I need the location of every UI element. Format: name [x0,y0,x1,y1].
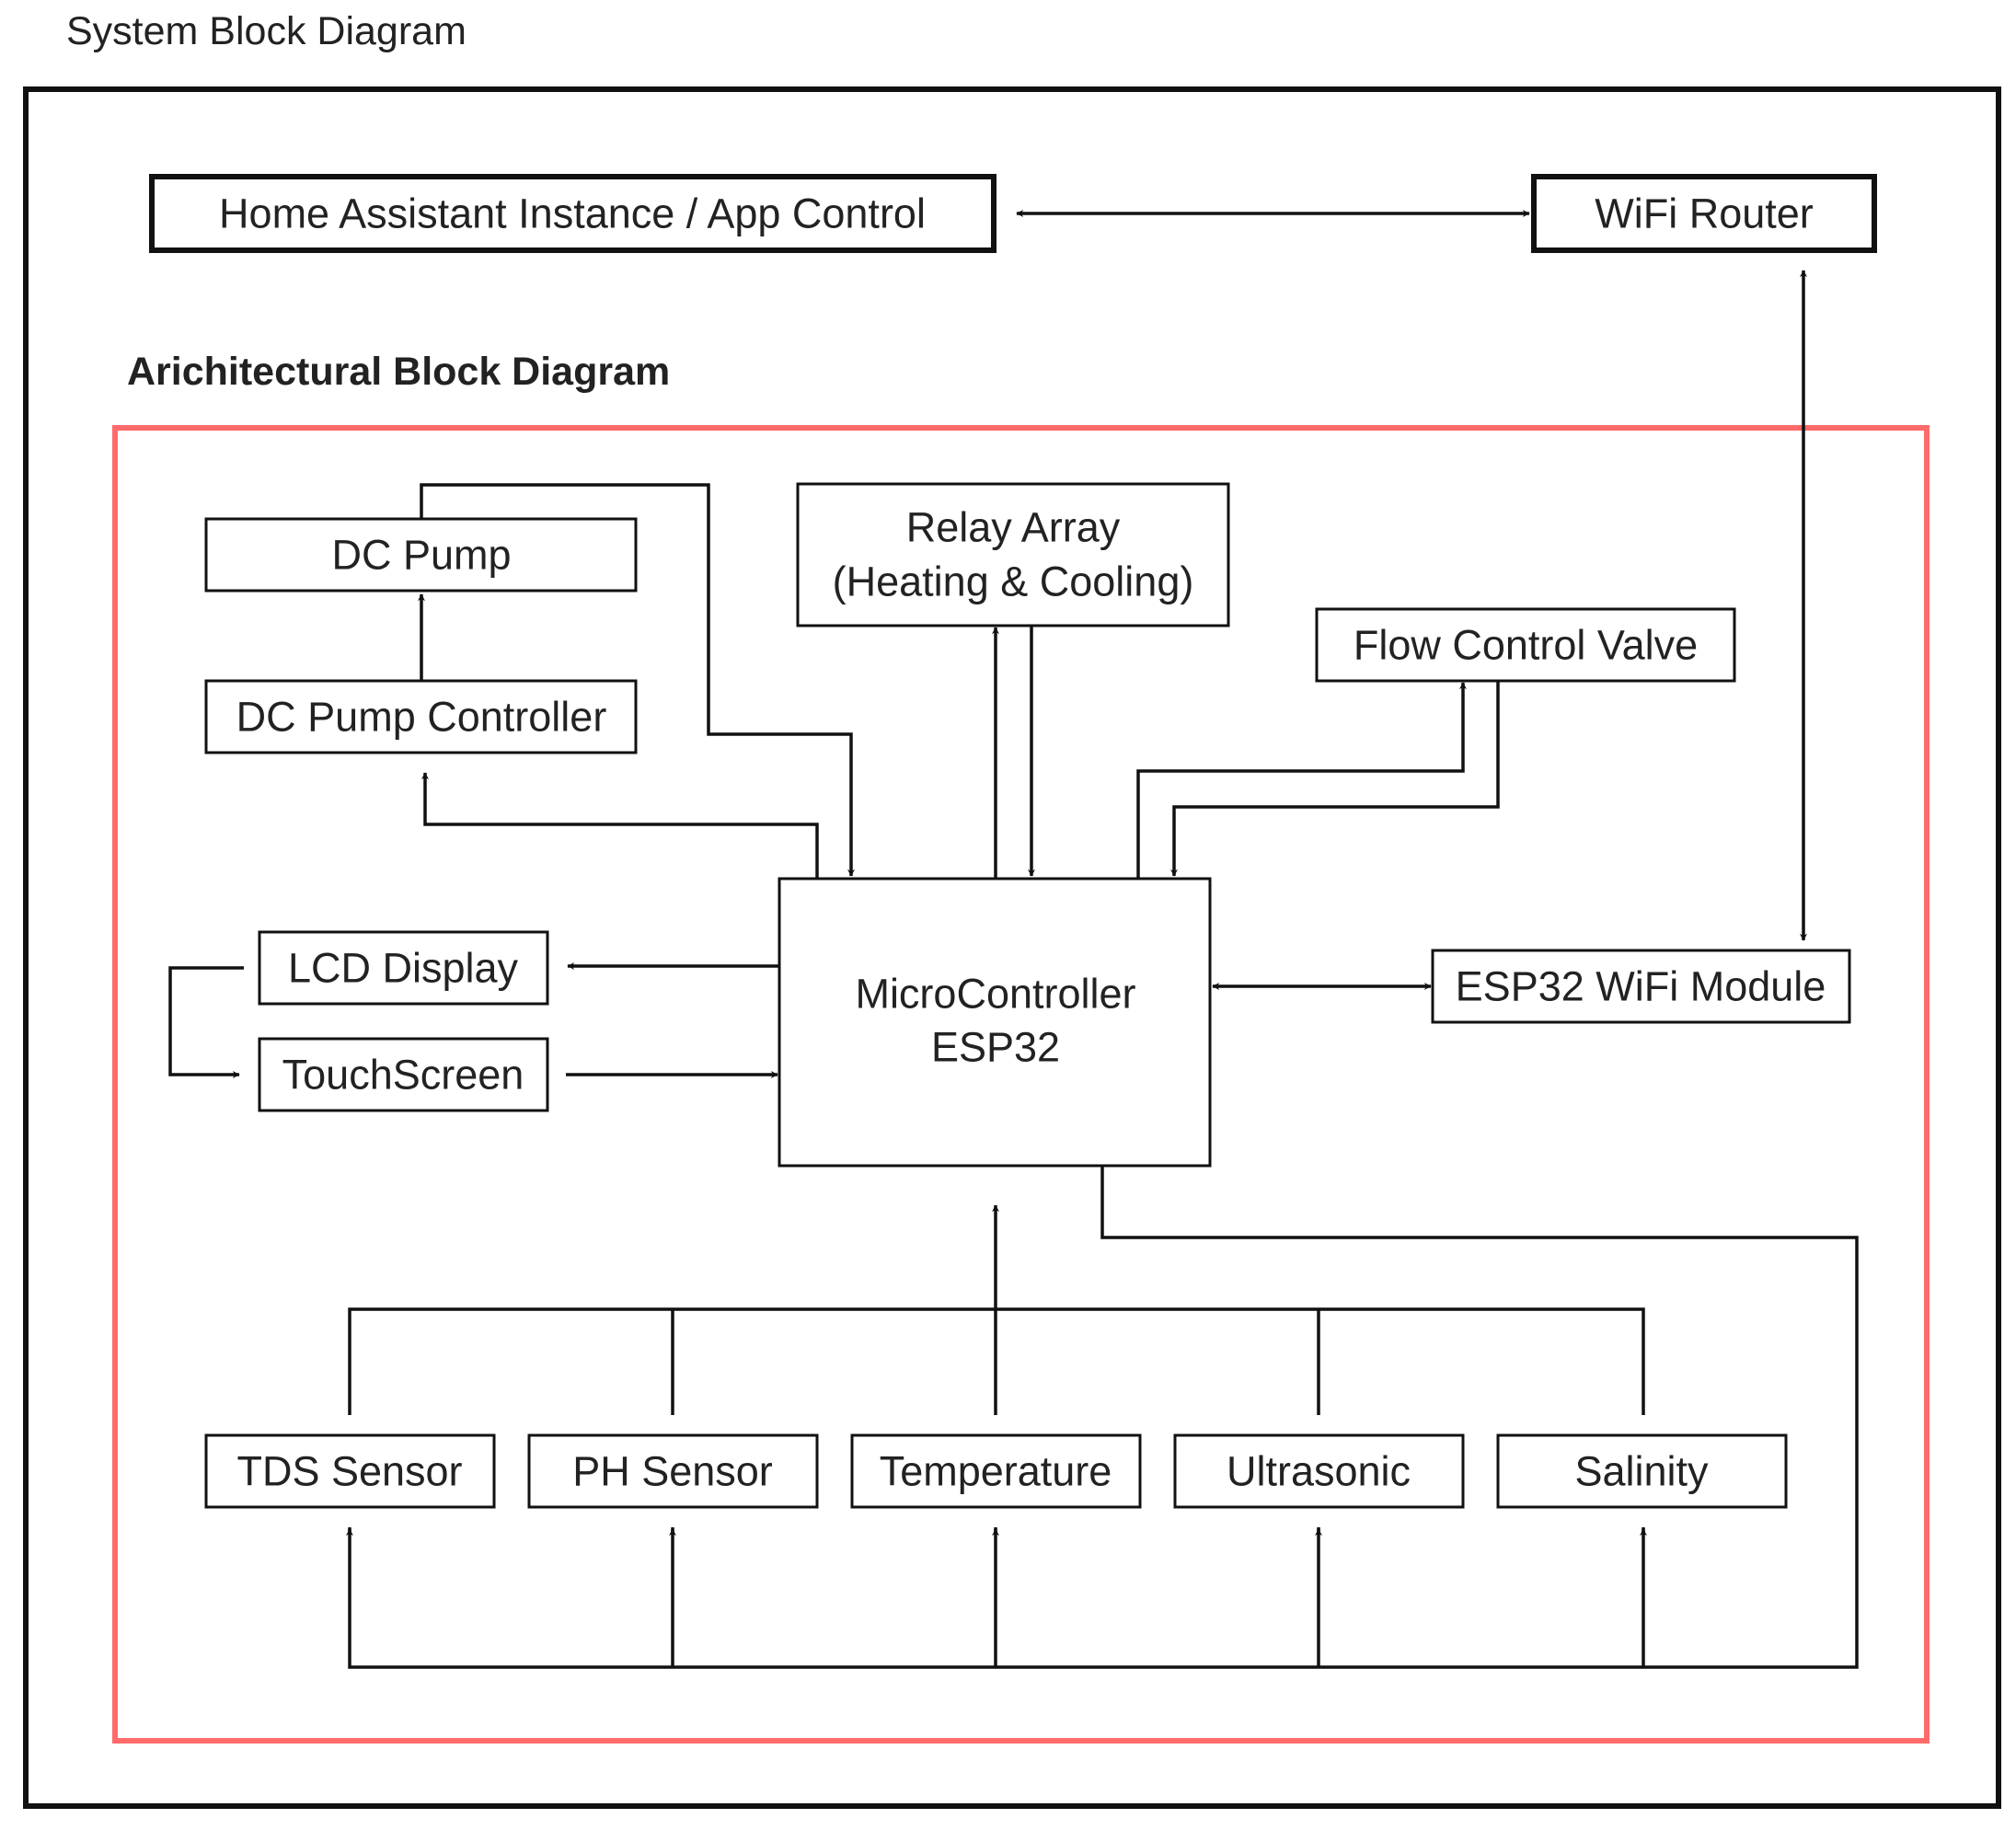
salinity-sensor-label: Salinity [1574,1448,1709,1495]
ultrasonic-sensor-label: Ultrasonic [1227,1448,1411,1495]
ultrasonic-sensor-block[interactable]: Ultrasonic [1173,1433,1465,1509]
microcontroller-label-line2: ESP32 [931,1024,1060,1071]
mcu-to-pump-controller [421,772,819,879]
lcd-display-block[interactable]: LCD Display [258,930,549,1006]
dc-pump-controller-block[interactable]: DC Pump Controller [204,679,638,754]
microcontroller-label-line1: MicroController [855,971,1135,1018]
architectural-frame [112,425,1930,1744]
wifi-router-block[interactable]: WiFi Router [1531,174,1877,253]
temperature-sensor-block[interactable]: Temperature [850,1433,1142,1509]
microcontroller-block[interactable]: MicroController ESP32 [778,877,1212,1168]
wifi-router-label: WiFi Router [1595,190,1814,237]
flow-control-valve-block[interactable]: Flow Control Valve [1315,607,1736,683]
lcd-display-label: LCD Display [288,945,519,992]
relay-array-label-line2: (Heating & Cooling) [833,558,1194,605]
esp32-wifi-module-label: ESP32 WiFi Module [1456,963,1826,1010]
mcu-to-sensors-loop [348,1166,1859,1669]
dc-pump-controller-label: DC Pump Controller [236,694,607,741]
relay-array-label-line1: Relay Array [906,504,1121,551]
esp32-wifi-module-block[interactable]: ESP32 WiFi Module [1431,949,1851,1024]
ph-sensor-label: PH Sensor [572,1448,773,1495]
tds-sensor-label: TDS Sensor [236,1448,462,1495]
architectural-diagram-title: Arichitectural Block Diagram [127,350,670,394]
tds-sensor-block[interactable]: TDS Sensor [204,1433,496,1509]
dc-pump-block[interactable]: DC Pump [204,517,638,593]
ph-sensor-block[interactable]: PH Sensor [527,1433,819,1509]
system-diagram-title: System Block Diagram [66,9,467,53]
dc-pump-label: DC Pump [331,532,511,579]
temperature-sensor-label: Temperature [880,1448,1112,1495]
relay-array-block[interactable]: Relay Array (Heating & Cooling) [796,482,1230,627]
pump-to-mcu [420,483,855,877]
touchscreen-label: TouchScreen [282,1052,524,1099]
system-frame [23,86,2001,1809]
touchscreen-block[interactable]: TouchScreen [258,1037,549,1112]
connections [168,210,1859,1669]
salinity-sensor-block[interactable]: Salinity [1496,1433,1788,1509]
mcu-to-valve [1136,682,1467,879]
home-assistant-block[interactable]: Home Assistant Instance / App Control [149,174,996,253]
flow-control-valve-label: Flow Control Valve [1354,622,1698,669]
lcd-to-touchscreen [168,966,244,1078]
valve-to-mcu [1170,681,1500,877]
home-assistant-label: Home Assistant Instance / App Control [219,190,926,237]
